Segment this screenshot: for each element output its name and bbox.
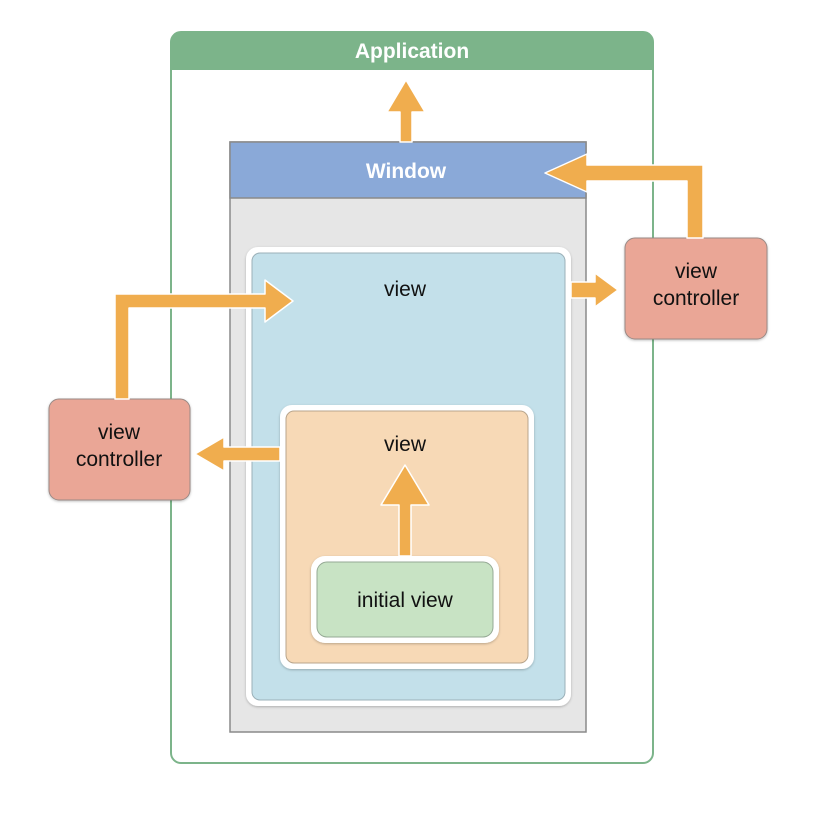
arrow-right-controller-to-window	[544, 153, 704, 239]
window-header	[229, 141, 587, 199]
arrows	[114, 79, 704, 557]
sub-view-label: view	[384, 433, 427, 456]
application-header	[171, 32, 653, 70]
right-view-controller: view controller	[624, 237, 768, 340]
arrow-window-to-application	[386, 79, 426, 143]
initial-view: initial view	[311, 556, 499, 643]
right-view-controller-label-line2: controller	[653, 287, 739, 310]
root-view-label: view	[384, 278, 427, 301]
window-label: Window	[366, 160, 447, 183]
initial-view-label: initial view	[357, 589, 454, 612]
right-view-controller-label-line1: view	[675, 260, 718, 283]
application-label: Application	[355, 40, 469, 63]
arrow-initial-to-subview	[380, 464, 430, 557]
initial-view-box	[316, 561, 494, 638]
left-view-controller: view controller	[48, 398, 191, 501]
left-view-controller-label-line1: view	[98, 421, 141, 444]
arrow-left-controller-to-rootview	[114, 279, 294, 400]
arrow-subview-to-left-controller	[194, 436, 281, 472]
left-view-controller-label-line2: controller	[76, 448, 162, 471]
arrow-rootview-to-right-controller	[570, 272, 619, 308]
